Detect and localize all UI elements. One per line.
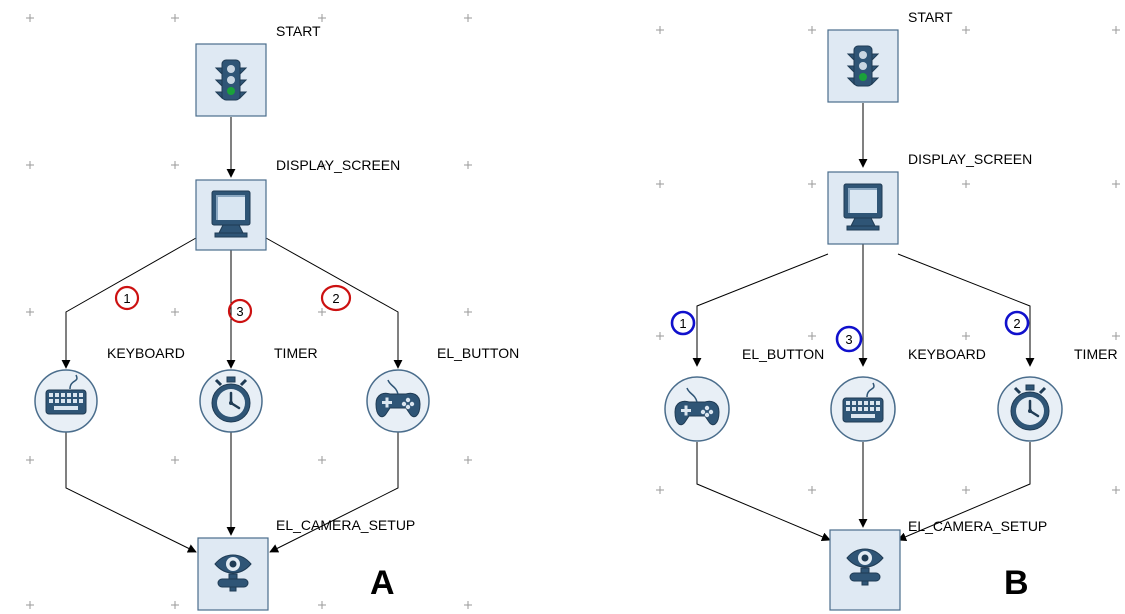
edge-timer-camera	[897, 442, 1031, 541]
diagram-caption: A	[370, 564, 395, 602]
badge-number: 2	[1013, 316, 1020, 331]
edge-display-button	[265, 237, 403, 369]
order-badge-1: 1	[114, 285, 140, 311]
grid-cross	[318, 161, 326, 169]
grid-cross	[26, 161, 34, 169]
grid-cross	[26, 14, 34, 22]
start-node[interactable]	[827, 29, 899, 103]
order-badge-2: 2	[1004, 310, 1030, 336]
order-badge-3: 3	[227, 298, 253, 324]
grid-cross	[808, 180, 816, 188]
badge-number: 2	[332, 291, 339, 306]
diagram-a: START DISPLAY_SCREEN KEYBOARD TIMER EL_B…	[34, 23, 519, 611]
badge-number: 3	[236, 304, 243, 319]
grid-cross	[464, 601, 472, 609]
node-label: DISPLAY_SCREEN	[908, 151, 1032, 167]
node-label: KEYBOARD	[908, 346, 986, 362]
keyboard-node[interactable]	[830, 376, 896, 442]
grid-cross	[171, 14, 179, 22]
grid-cross	[808, 26, 816, 34]
grid-marks	[26, 14, 1120, 609]
grid-cross	[962, 180, 970, 188]
grid-cross	[962, 332, 970, 340]
grid-cross	[1112, 26, 1120, 34]
grid-cross	[808, 486, 816, 494]
timer-node[interactable]	[199, 369, 263, 433]
grid-cross	[656, 332, 664, 340]
edge-button-camera	[269, 432, 399, 553]
edge-display-timer	[897, 253, 1035, 367]
node-label: EL_CAMERA_SETUP	[276, 517, 415, 533]
stopwatch-icon	[210, 375, 252, 424]
grid-cross	[464, 161, 472, 169]
grid-cross	[171, 308, 179, 316]
grid-cross	[962, 486, 970, 494]
grid-cross	[962, 26, 970, 34]
grid-cross	[171, 161, 179, 169]
grid-cross	[26, 308, 34, 316]
keyboard-node[interactable]	[34, 369, 98, 433]
timer-node[interactable]	[997, 376, 1063, 442]
diagram-caption: B	[1004, 564, 1029, 602]
el-button-node[interactable]	[366, 369, 430, 433]
edge-display-keyboard	[61, 237, 197, 369]
grid-cross	[1112, 486, 1120, 494]
grid-cross	[171, 456, 179, 464]
el-button-node[interactable]	[664, 376, 730, 442]
grid-cross	[318, 601, 326, 609]
grid-cross	[318, 14, 326, 22]
node-label: EL_BUTTON	[437, 345, 519, 361]
node-label: DISPLAY_SCREEN	[276, 157, 400, 173]
order-badge-3: 3	[835, 325, 863, 353]
badge-number: 1	[123, 291, 130, 306]
grid-cross	[1112, 332, 1120, 340]
edge-keyboard-camera	[65, 432, 197, 553]
edge-button-camera	[696, 442, 831, 542]
stopwatch-icon	[1009, 383, 1051, 432]
grid-cross	[171, 601, 179, 609]
node-label: TIMER	[1074, 346, 1118, 362]
node-label: KEYBOARD	[107, 345, 185, 361]
node-label: TIMER	[274, 345, 318, 361]
display-screen-node[interactable]	[195, 179, 267, 251]
start-node[interactable]	[195, 43, 267, 117]
grid-cross	[656, 486, 664, 494]
node-label: START	[908, 9, 953, 25]
camera-setup-node[interactable]	[197, 537, 269, 611]
grid-cross	[464, 456, 472, 464]
badge-number: 3	[845, 332, 852, 347]
order-badge-2: 2	[320, 284, 352, 312]
node-label: START	[276, 23, 321, 39]
camera-setup-node[interactable]	[829, 529, 901, 611]
node-label: EL_BUTTON	[742, 346, 824, 362]
node-label: EL_CAMERA_SETUP	[908, 518, 1047, 534]
grid-cross	[464, 14, 472, 22]
grid-cross	[656, 180, 664, 188]
grid-cross	[808, 332, 816, 340]
display-screen-node[interactable]	[827, 171, 899, 245]
badge-number: 1	[679, 316, 686, 331]
edge-display-button	[692, 253, 829, 367]
grid-cross	[318, 308, 326, 316]
grid-cross	[26, 601, 34, 609]
grid-cross	[26, 456, 34, 464]
grid-cross	[656, 26, 664, 34]
grid-cross	[318, 456, 326, 464]
grid-cross	[1112, 180, 1120, 188]
order-badge-1: 1	[670, 310, 696, 336]
diagram-b: START DISPLAY_SCREEN EL_BUTTON KEYBOARD …	[664, 9, 1118, 611]
grid-cross	[464, 308, 472, 316]
